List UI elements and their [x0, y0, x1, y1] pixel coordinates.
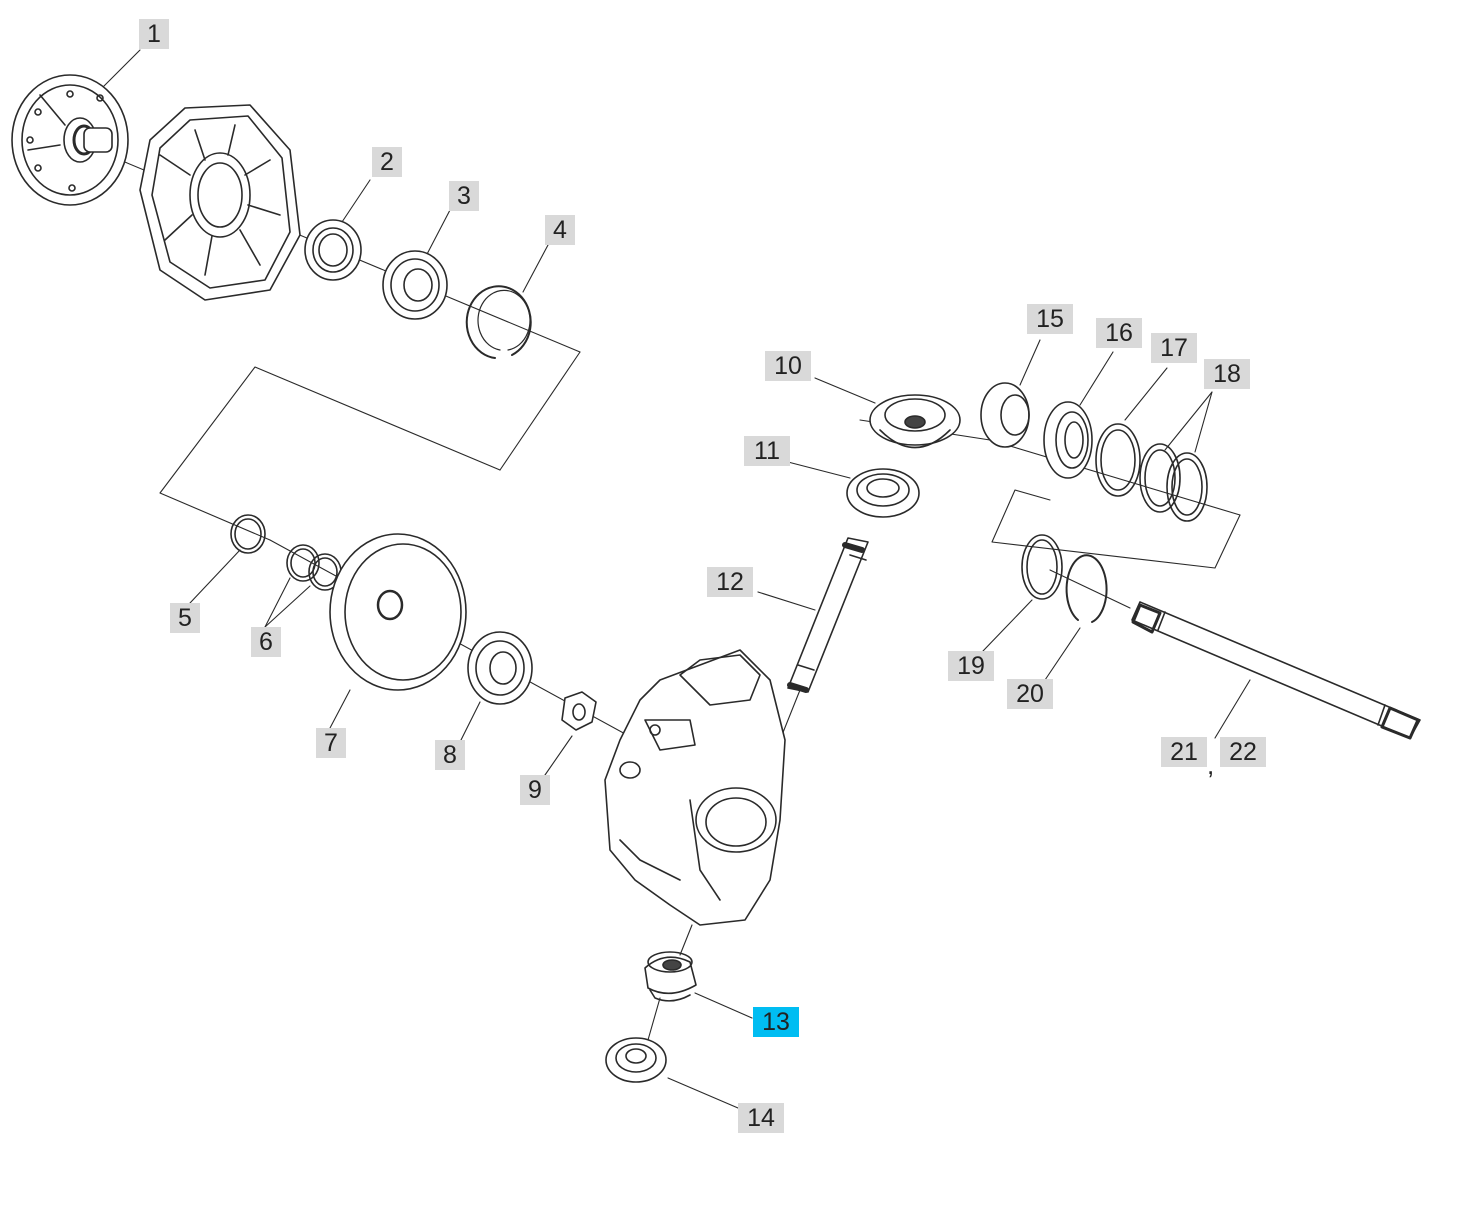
part-21-22-output-shaft	[1131, 601, 1421, 740]
callout-1[interactable]: 1	[139, 19, 169, 49]
part-11-bearing	[846, 468, 920, 518]
part-1-hub-flange	[11, 74, 129, 206]
callout-2[interactable]: 2	[372, 147, 402, 177]
part-13-bushing	[644, 951, 697, 1002]
callout-14[interactable]: 14	[738, 1103, 784, 1133]
part-18-shims	[1139, 443, 1208, 522]
callout-9[interactable]: 9	[520, 775, 550, 805]
callout-10[interactable]: 10	[765, 351, 811, 381]
callout-7[interactable]: 7	[316, 728, 346, 758]
part-14-seal	[605, 1037, 667, 1083]
callout-17[interactable]: 17	[1151, 333, 1197, 363]
callout-4[interactable]: 4	[545, 215, 575, 245]
part-17-ring	[1095, 423, 1141, 497]
part-3-bearing	[382, 250, 448, 320]
callout-18[interactable]: 18	[1204, 359, 1250, 389]
part-16-bearing	[1043, 401, 1093, 479]
leader-lines	[89, 49, 1251, 1109]
part-8-bearing	[467, 631, 533, 705]
callout-13[interactable]: 13	[753, 1007, 799, 1037]
part-10-pinion-gear	[869, 394, 961, 449]
callout-12[interactable]: 12	[707, 567, 753, 597]
callout-21[interactable]: 21	[1161, 737, 1207, 767]
callout-16[interactable]: 16	[1096, 318, 1142, 348]
part-6-shims	[286, 544, 342, 591]
gear-cover	[139, 104, 301, 301]
callout-6[interactable]: 6	[251, 627, 281, 657]
callout-8[interactable]: 8	[435, 740, 465, 770]
part-4-circlip	[465, 285, 532, 359]
callout-15[interactable]: 15	[1027, 304, 1073, 334]
gearbox-housing	[604, 649, 786, 926]
part-20-circlip	[1065, 554, 1108, 623]
callout-22[interactable]: 22	[1220, 737, 1266, 767]
callout-separator: ,	[1207, 750, 1215, 780]
callout-20[interactable]: 20	[1007, 679, 1053, 709]
callout-19[interactable]: 19	[948, 651, 994, 681]
part-9-nut	[561, 691, 597, 731]
part-2-seal	[304, 219, 362, 281]
part-7-crown-gear	[329, 533, 467, 691]
callout-11[interactable]: 11	[744, 436, 790, 466]
part-5-ring	[230, 514, 266, 554]
callout-3[interactable]: 3	[449, 181, 479, 211]
callout-5[interactable]: 5	[170, 603, 200, 633]
part-12-shaft	[787, 537, 869, 693]
part-19-ring	[1021, 534, 1063, 600]
part-15-bearing-cup	[980, 382, 1030, 448]
